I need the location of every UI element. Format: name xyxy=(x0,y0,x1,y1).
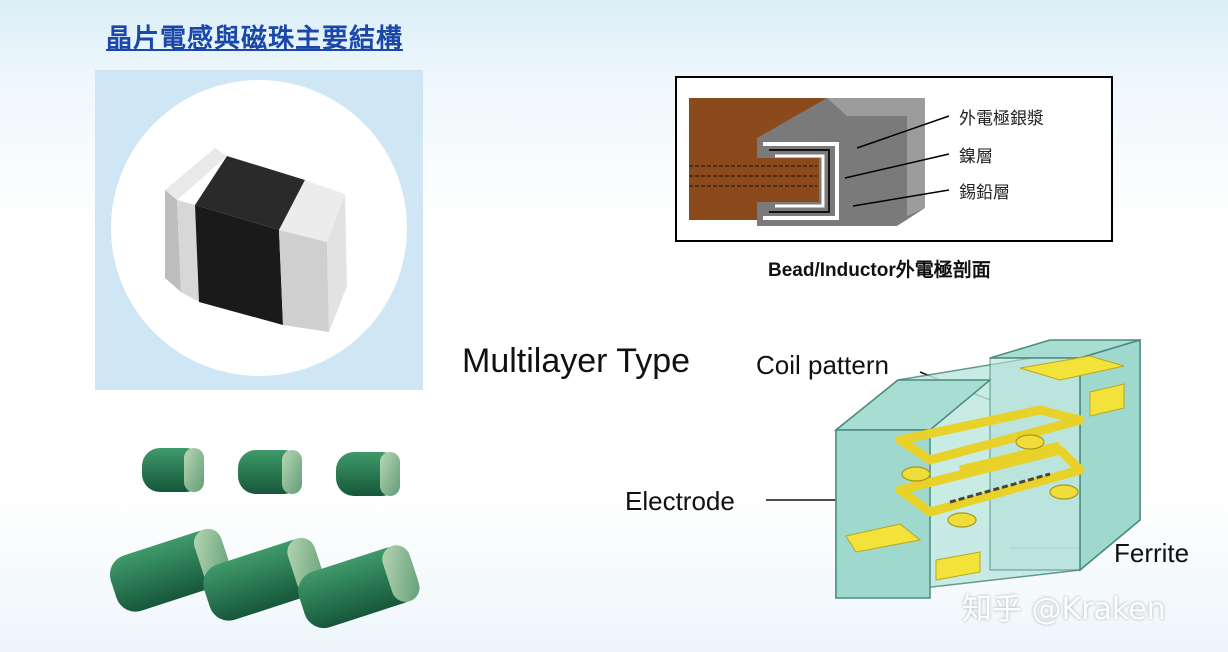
page-title: 晶片電感與磁珠主要結構 xyxy=(106,24,404,54)
electrode-label: Electrode xyxy=(625,486,735,516)
coil-core-lines xyxy=(949,472,1051,504)
ferrite-label: Ferrite xyxy=(1114,538,1190,568)
coil-pattern xyxy=(895,405,1085,517)
green-chips-image xyxy=(109,448,420,629)
chip-front-right-cap xyxy=(279,230,329,332)
label-tin-lead-layer: 錫鉛層 xyxy=(959,183,1010,203)
right-electrode-side xyxy=(1079,338,1141,572)
chip-inductor-image xyxy=(165,148,347,332)
chip-front-left-cap xyxy=(177,200,199,302)
small-chip-3 xyxy=(336,452,400,496)
chip-top-right-cap xyxy=(279,180,345,242)
cross-section-caption: Bead/Inductor外電極剖面 xyxy=(768,260,991,281)
multilayer-title: Multilayer Type xyxy=(462,342,691,380)
cross-section-drawing xyxy=(689,98,950,226)
chip-top-body xyxy=(195,156,305,230)
small-chip-2 xyxy=(238,450,302,494)
chip-side-right-cap xyxy=(327,194,347,332)
coil-vias xyxy=(901,434,1079,528)
large-chip-1 xyxy=(109,528,232,612)
chip-side-left-cap xyxy=(165,190,181,292)
chip-top-left-cap xyxy=(165,148,227,200)
coil-pattern-label: Coil pattern xyxy=(756,350,889,380)
watermark-text: 知乎 @Kraken xyxy=(962,592,1166,627)
small-chip-1 xyxy=(142,448,204,492)
label-nickel-layer: 鎳層 xyxy=(959,147,993,167)
label-silver-paste: 外電極銀漿 xyxy=(959,109,1044,129)
large-chip-3 xyxy=(298,545,420,629)
coil-pads xyxy=(845,355,1125,581)
chip-front-body xyxy=(195,205,283,325)
electrode-cross-section-box: 外電極銀漿 鎳層 錫鉛層 xyxy=(675,76,1113,242)
chip-photo-panel xyxy=(95,70,423,390)
